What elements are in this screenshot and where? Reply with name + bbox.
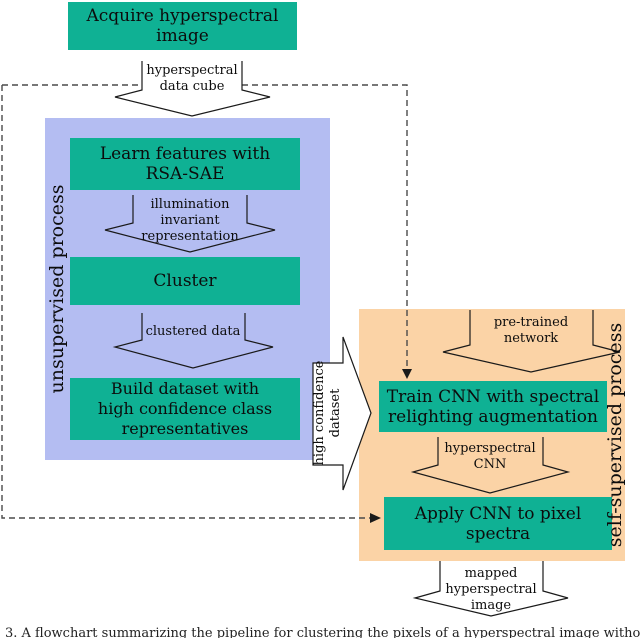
label-mapped-image: mapped hyperspectral image: [445, 566, 537, 613]
node-build-dataset-label: Build dataset with high confidence class…: [97, 379, 273, 438]
label-high-confidence-dataset: high confidence dataset: [312, 360, 343, 466]
clustered-data-arrow-outline: [112, 313, 274, 369]
node-cluster: Cluster: [70, 257, 300, 305]
dashed-line-to-train: [2, 84, 408, 372]
label-clustered-data: clustered data: [145, 324, 241, 339]
node-learn-features: Learn features with RSA-SAE: [70, 138, 300, 190]
label-hyperspectral-cnn: hyperspectral CNN: [444, 441, 536, 472]
label-self-supervised-process: self-supervised process: [604, 322, 626, 548]
node-apply-cnn: Apply CNN to pixel spectra: [384, 497, 612, 550]
node-acquire-label: Acquire hyperspectral image: [86, 6, 279, 46]
mapped-image-arrow-outline: [412, 561, 569, 617]
node-train-cnn-label: Train CNN with spectral relighting augme…: [386, 386, 600, 427]
node-build-dataset: Build dataset with high confidence class…: [70, 378, 300, 440]
data-cube-arrow-outline: [114, 61, 271, 117]
figure-caption: 3. A flowchart summarizing the pipeline …: [5, 626, 640, 638]
node-learn-features-label: Learn features with RSA-SAE: [99, 144, 271, 184]
label-data-cube: hyperspectral data cube: [146, 63, 238, 94]
node-apply-cnn-label: Apply CNN to pixel spectra: [414, 503, 582, 544]
data-cube-arrow-fill: [115, 61, 270, 116]
label-pretrained-network: pre-trained network: [493, 315, 569, 346]
label-unsupervised-process: unsupervised process: [46, 184, 68, 394]
node-cluster-label: Cluster: [153, 271, 217, 291]
hyperspectral-cnn-arrow-outline: [410, 437, 571, 494]
high-confidence-arrow: [312, 336, 372, 491]
dashed-arrowhead-down-icon: [402, 369, 412, 379]
dashed-line-to-apply: [1, 85, 370, 519]
mapped-image-arrow-fill: [415, 561, 568, 616]
dashed-arrowhead-right-icon: [370, 513, 381, 523]
pretrained-network-arrow-outline: [442, 310, 621, 373]
illumination-arrow-outline: [104, 195, 276, 253]
node-train-cnn: Train CNN with spectral relighting augme…: [379, 381, 607, 432]
label-illumination: illumination invariant representation: [141, 197, 239, 244]
node-acquire: Acquire hyperspectral image: [68, 2, 297, 50]
